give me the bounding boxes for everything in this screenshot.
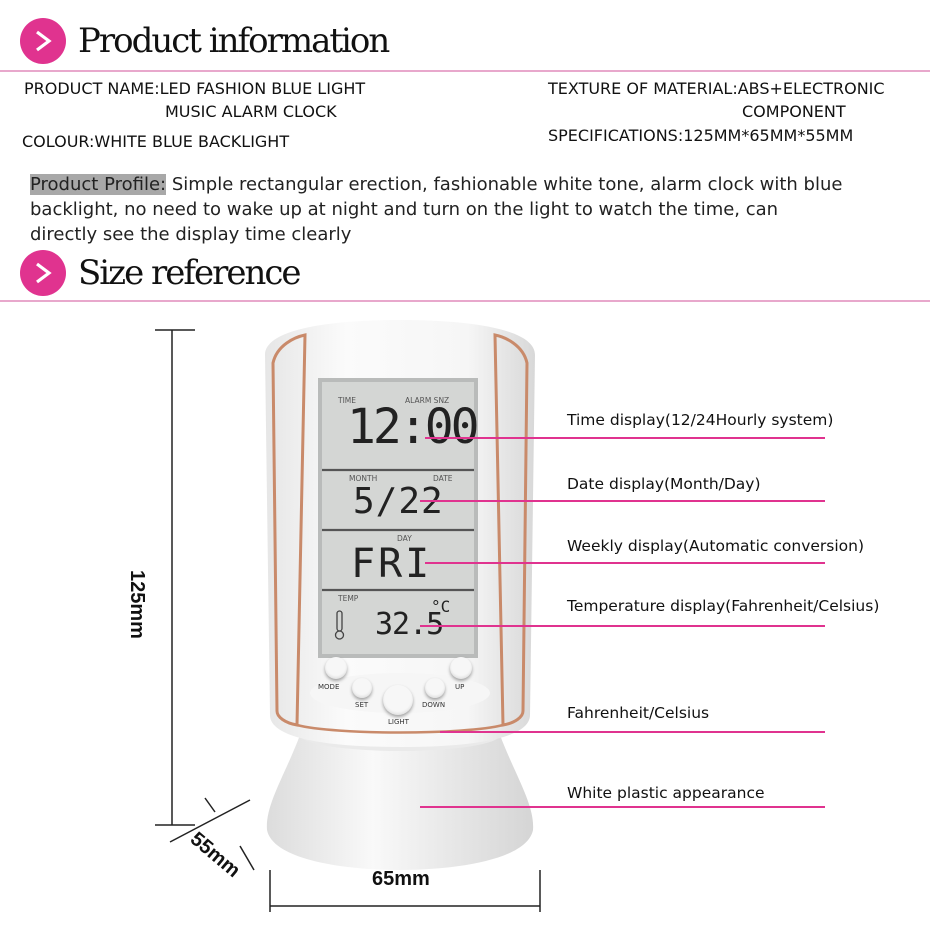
section-title: Size reference bbox=[78, 253, 302, 293]
profile-text: Simple rectangular erection, fashionable… bbox=[30, 174, 843, 245]
lcd-time: 12:00 bbox=[347, 399, 479, 455]
callout-line bbox=[425, 562, 825, 564]
callout-line bbox=[420, 500, 825, 502]
lcd-temp-unit: °C bbox=[431, 597, 451, 616]
up-button bbox=[450, 657, 472, 679]
callout-line bbox=[440, 731, 825, 733]
callout-line bbox=[420, 806, 825, 808]
light-button bbox=[383, 685, 413, 715]
clock-body bbox=[265, 320, 535, 870]
material-cont: COMPONENT bbox=[742, 102, 846, 121]
product-name-cont: MUSIC ALARM CLOCK bbox=[165, 102, 337, 121]
callout-line bbox=[425, 437, 825, 439]
material: TEXTURE OF MATERIAL:ABS+ELECTRONIC bbox=[548, 79, 885, 98]
lcd-label-day: DAY bbox=[397, 534, 412, 543]
down-label: DOWN bbox=[422, 701, 446, 709]
mode-button bbox=[325, 657, 347, 679]
lcd-label-date: DATE bbox=[433, 474, 453, 483]
up-label: UP bbox=[455, 683, 465, 691]
specifications: SPECIFICATIONS:125MM*65MM*55MM bbox=[548, 126, 854, 145]
thermometer-icon bbox=[334, 610, 345, 640]
set-label: SET bbox=[355, 701, 369, 709]
product-name: PRODUCT NAME:LED FASHION BLUE LIGHT bbox=[24, 79, 366, 98]
height-dimension: 125mm bbox=[126, 570, 148, 639]
lcd-label-month: MONTH bbox=[349, 474, 378, 483]
callout-weekly: Weekly display(Automatic conversion) bbox=[567, 537, 865, 555]
callout-line bbox=[420, 625, 825, 627]
product-information-header: Product information bbox=[20, 16, 390, 66]
callout-temperature: Temperature display(Fahrenheit/Celsius) bbox=[567, 597, 880, 615]
light-label: LIGHT bbox=[388, 718, 409, 726]
divider bbox=[0, 70, 930, 72]
callout-fahrenheit-celsius: Fahrenheit/Celsius bbox=[567, 704, 710, 722]
divider bbox=[0, 300, 930, 302]
lcd-date: 5/22 bbox=[353, 481, 444, 522]
product-profile: Product Profile: Simple rectangular erec… bbox=[30, 172, 850, 247]
alarm-clock-image: TIME ALARM SNZ 12:00 MONTH DATE 5/22 DAY… bbox=[255, 315, 545, 875]
size-reference-header: Size reference bbox=[20, 248, 302, 298]
product-colour: COLOUR:WHITE BLUE BACKLIGHT bbox=[22, 132, 290, 151]
chevron-right-icon bbox=[20, 18, 66, 64]
callout-time: Time display(12/24Hourly system) bbox=[567, 411, 834, 429]
section-title: Product information bbox=[78, 21, 390, 61]
lcd-label-time: TIME bbox=[338, 396, 357, 405]
lcd-temp: 32.5 bbox=[375, 607, 444, 642]
lcd-day: FRI bbox=[351, 541, 433, 587]
mode-label: MODE bbox=[318, 683, 340, 691]
profile-label: Product Profile: bbox=[30, 174, 167, 195]
callout-white-plastic: White plastic appearance bbox=[567, 784, 765, 802]
width-dimension: 65mm bbox=[372, 868, 430, 890]
callout-date: Date display(Month/Day) bbox=[567, 475, 761, 493]
set-button bbox=[352, 678, 372, 698]
down-button bbox=[425, 678, 445, 698]
chevron-right-icon bbox=[20, 250, 66, 296]
lcd-label-temp: TEMP bbox=[338, 594, 359, 603]
lcd-label-alarm: ALARM SNZ bbox=[405, 396, 450, 405]
